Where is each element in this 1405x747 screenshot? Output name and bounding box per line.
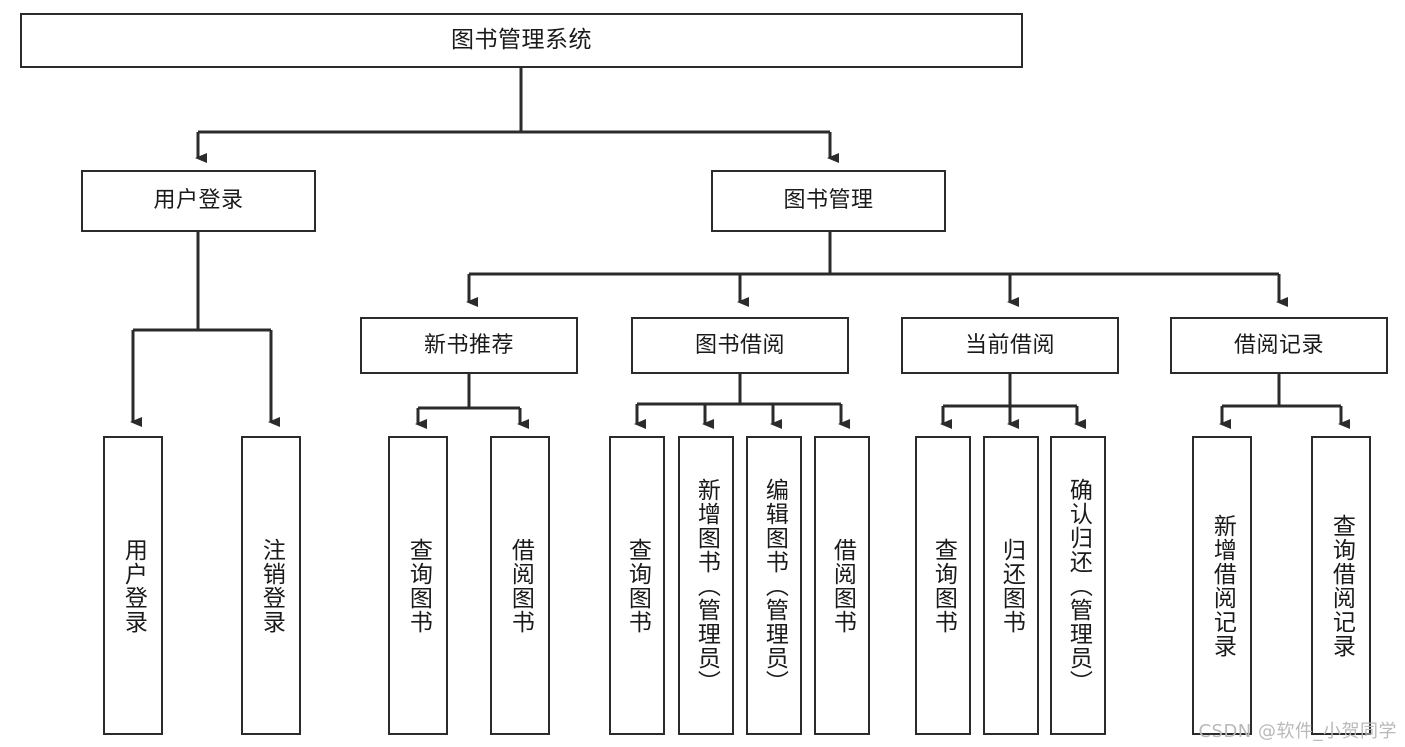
leaf-add-book[interactable]: 新增图书（管理员） — [678, 436, 734, 735]
node-label: 查询图书 — [405, 537, 432, 634]
node-label: 归还图书 — [998, 537, 1025, 634]
node-label: 当前借阅 — [964, 332, 1055, 358]
node-label: 借阅记录 — [1233, 332, 1324, 358]
node-label: 新增图书（管理员） — [693, 477, 720, 694]
node-label: 用户登录 — [153, 188, 244, 214]
csdn-watermark: CSDN @软件_小贺同学 — [1198, 721, 1397, 742]
leaf-query-book-borrow[interactable]: 查询图书 — [609, 436, 665, 735]
node-label: 注销登录 — [258, 537, 285, 634]
leaf-borrow-book[interactable]: 借阅图书 — [814, 436, 870, 735]
node-label: 新书推荐 — [423, 332, 514, 358]
node-label: 图书管理系统 — [451, 27, 592, 54]
leaf-query-borrow-record[interactable]: 查询借阅记录 — [1311, 436, 1371, 735]
leaf-user-login[interactable]: 用户登录 — [103, 436, 163, 735]
node-borrow-record[interactable]: 借阅记录 — [1170, 317, 1388, 374]
node-root-system[interactable]: 图书管理系统 — [20, 13, 1023, 68]
node-new-book-recommend[interactable]: 新书推荐 — [360, 317, 578, 374]
leaf-confirm-return[interactable]: 确认归还（管理员） — [1050, 436, 1106, 735]
node-current-borrow[interactable]: 当前借阅 — [901, 317, 1119, 374]
node-label: 用户登录 — [120, 537, 147, 634]
node-label: 编辑图书（管理员） — [761, 477, 788, 694]
node-book-management[interactable]: 图书管理 — [711, 170, 946, 232]
leaf-add-borrow-record[interactable]: 新增借阅记录 — [1192, 436, 1252, 735]
node-label: 图书管理 — [783, 188, 874, 214]
node-label: 查询图书 — [930, 537, 957, 634]
node-label: 查询借阅记录 — [1328, 513, 1355, 658]
node-book-borrow[interactable]: 图书借阅 — [631, 317, 849, 374]
node-label: 借阅图书 — [829, 537, 856, 634]
leaf-borrow-book-recommend[interactable]: 借阅图书 — [490, 436, 550, 735]
leaf-logout[interactable]: 注销登录 — [241, 436, 301, 735]
leaf-query-book-recommend[interactable]: 查询图书 — [388, 436, 448, 735]
node-label: 图书借阅 — [694, 332, 785, 358]
leaf-query-book-current[interactable]: 查询图书 — [915, 436, 971, 735]
leaf-return-book[interactable]: 归还图书 — [983, 436, 1039, 735]
node-label: 借阅图书 — [507, 537, 534, 634]
node-label: 确认归还（管理员） — [1065, 477, 1092, 694]
node-label: 查询图书 — [624, 537, 651, 634]
leaf-edit-book[interactable]: 编辑图书（管理员） — [746, 436, 802, 735]
node-user-login[interactable]: 用户登录 — [81, 170, 316, 232]
node-label: 新增借阅记录 — [1209, 513, 1236, 658]
